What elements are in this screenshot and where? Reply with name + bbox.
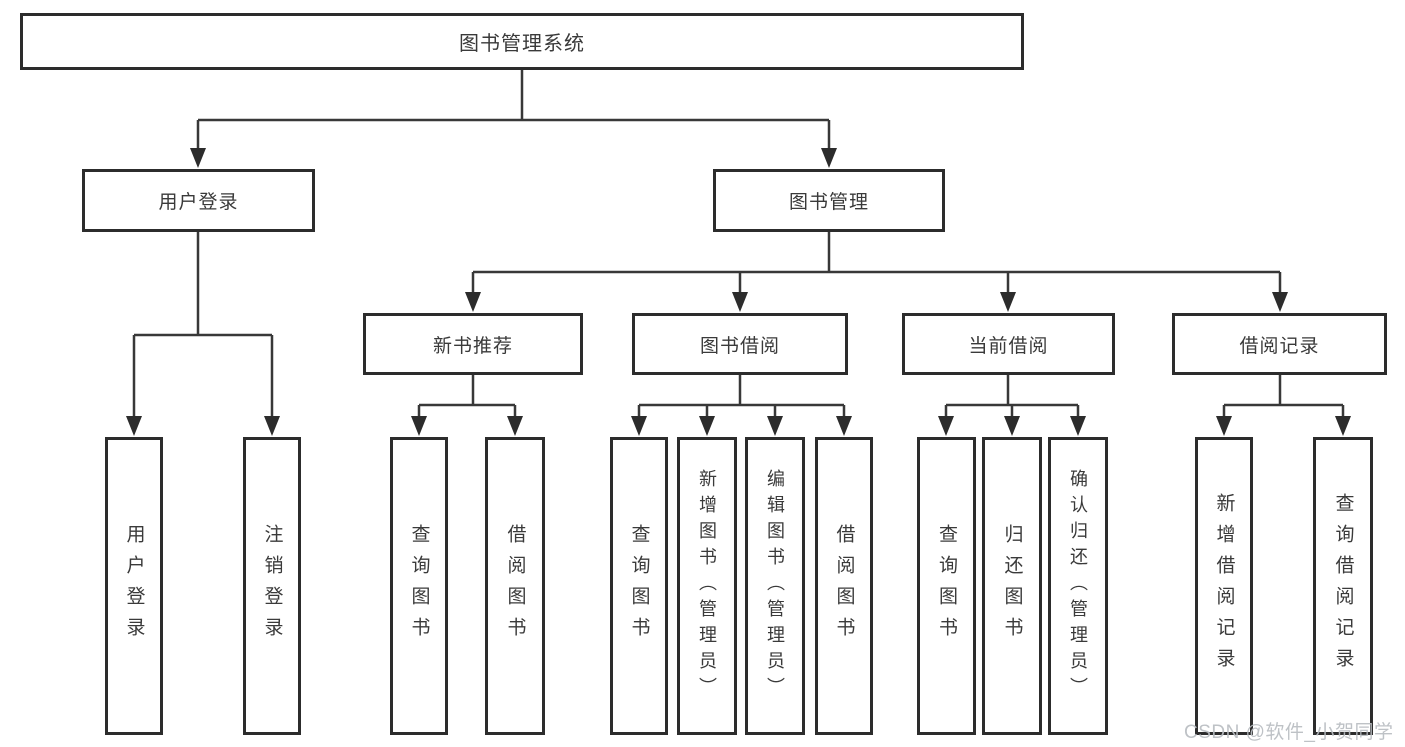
node-new-book-recommend: 新书推荐 [363,313,583,375]
node-borrowing-records: 借阅记录 [1172,313,1387,375]
node-book-management: 图书管理 [713,169,945,232]
leaf-current-confirm-return-admin: 确认归还（管理员） [1048,437,1108,735]
node-book-borrowing: 图书借阅 [632,313,848,375]
csdn-watermark: CSDN @软件_小贺同学 [1184,722,1394,743]
leaf-user-login: 用户登录 [105,437,163,735]
leaf-records-add-borrow-record: 新增借阅记录 [1195,437,1253,735]
leaf-borrowing-query-books: 查询图书 [610,437,668,735]
leaf-borrowing-borrow-books: 借阅图书 [815,437,873,735]
leaf-current-query-books: 查询图书 [917,437,976,735]
leaf-borrowing-edit-books-admin: 编辑图书（管理员） [745,437,805,735]
node-root-library-management-system: 图书管理系统 [20,13,1024,70]
leaf-logout: 注销登录 [243,437,301,735]
leaf-current-return-books: 归还图书 [982,437,1042,735]
node-user-login: 用户登录 [82,169,315,232]
leaf-recommend-query-books: 查询图书 [390,437,448,735]
leaf-recommend-borrow-books: 借阅图书 [485,437,545,735]
leaf-records-query-borrow-record: 查询借阅记录 [1313,437,1373,735]
node-current-borrowing: 当前借阅 [902,313,1115,375]
leaf-borrowing-add-books-admin: 新增图书（管理员） [677,437,737,735]
